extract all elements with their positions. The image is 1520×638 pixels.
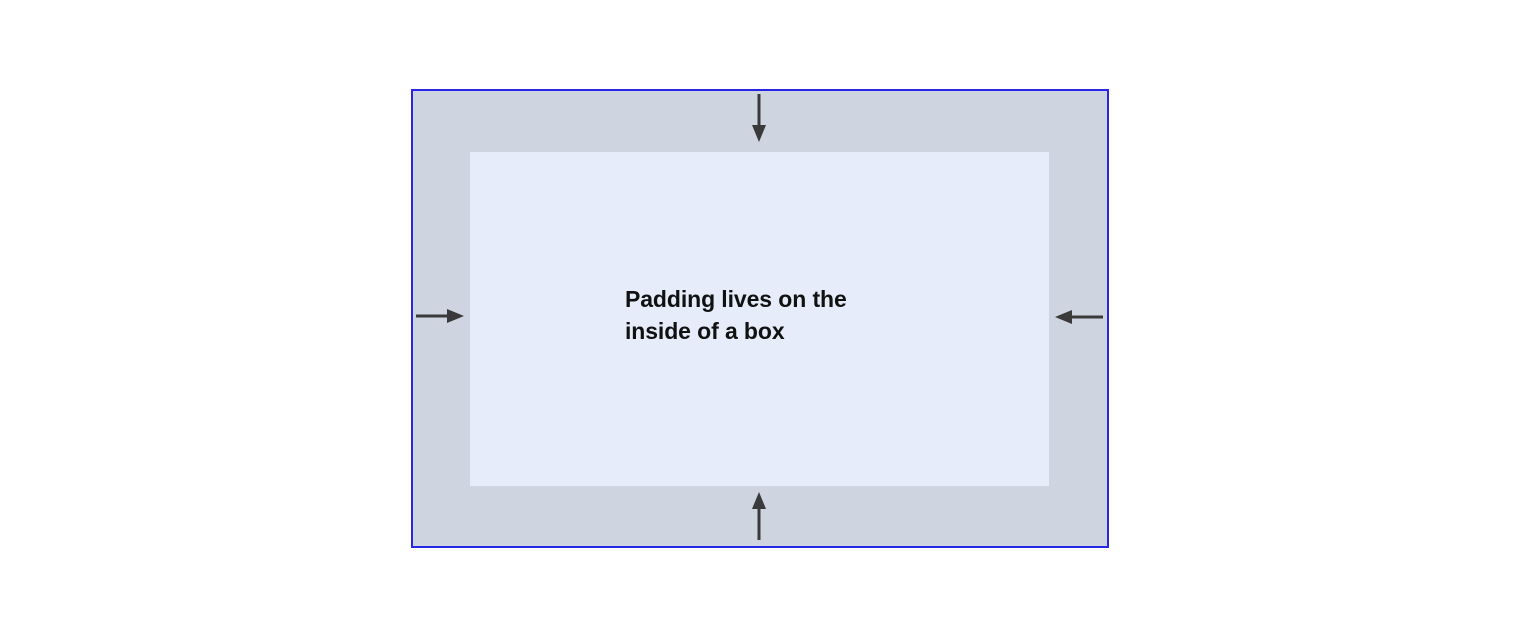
content-box	[470, 152, 1049, 486]
arrow-left-icon	[1053, 303, 1105, 331]
arrow-down-icon	[744, 92, 774, 144]
arrow-right-icon	[414, 302, 466, 330]
arrow-up-icon	[744, 490, 774, 542]
content-box-label: Padding lives on the inside of a box	[625, 286, 847, 344]
